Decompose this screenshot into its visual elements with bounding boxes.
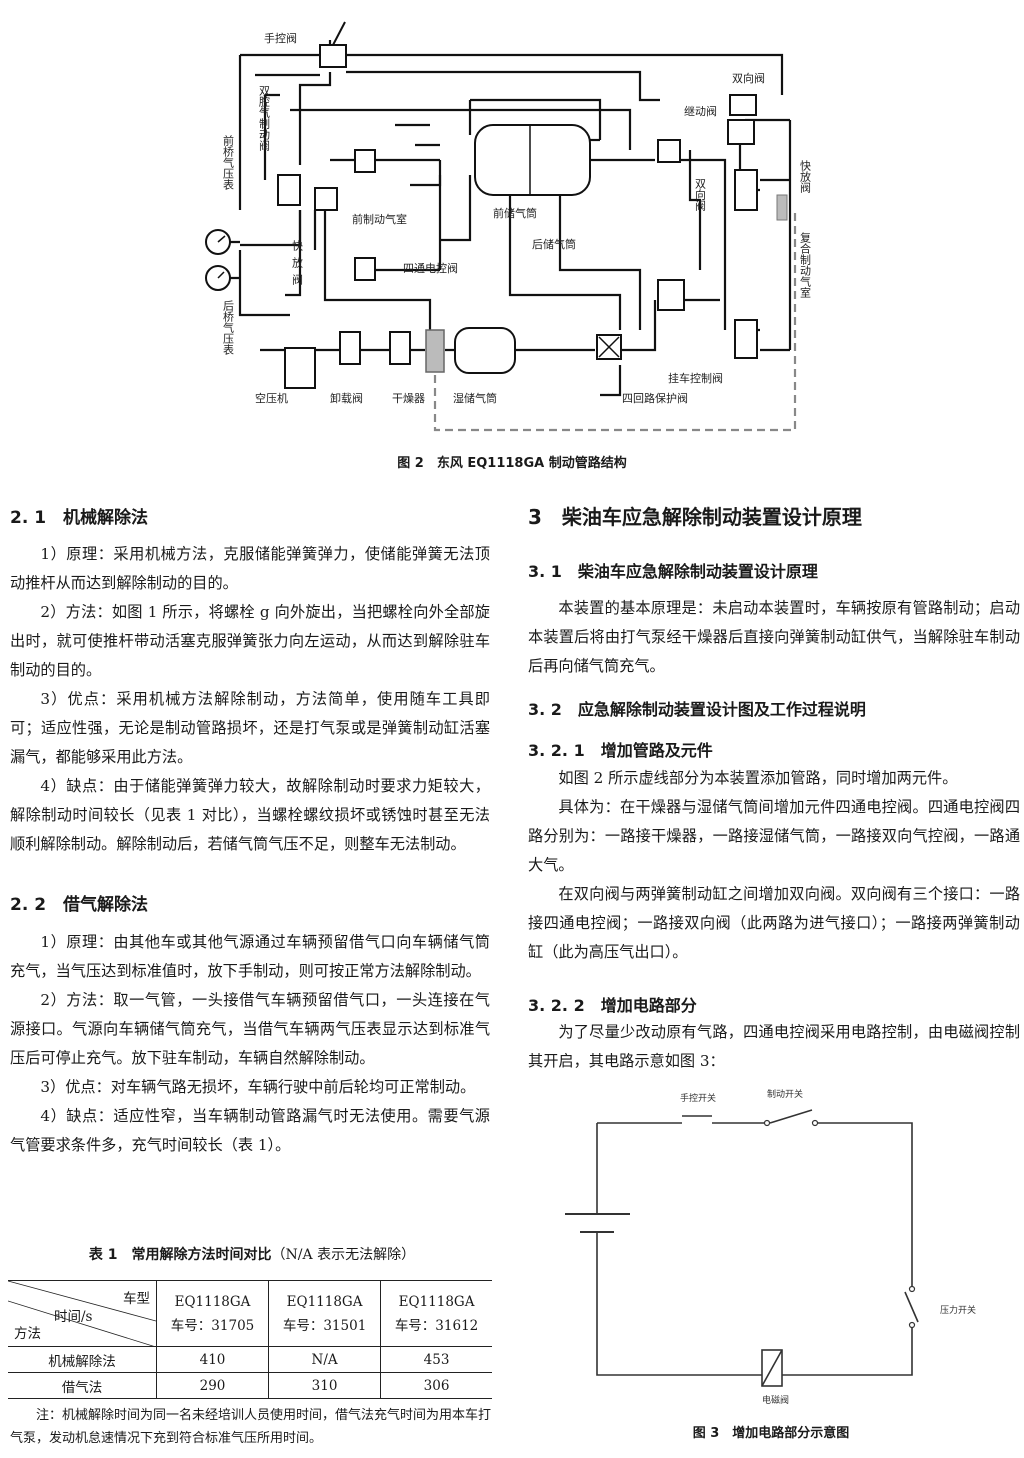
label-front-axle-gauge: 前桥气压表 (222, 134, 235, 191)
section-2-2-body: 1）原理：由其他车或其他气源通过车辆预留借气口向车辆储气筒充气，当气压达到标准值… (10, 928, 490, 1160)
label-hand-valve: 手控阀 (264, 31, 297, 45)
section-3-2-1-body: 如图 2 所示虚线部分为本装置添加管路，同时增加两元件。 具体为：在干燥器与湿储… (528, 769, 1020, 961)
section-2-2-title: 2. 2 借气解除法 (10, 895, 149, 915)
label-four-circuit-valve: 四回路保护阀 (622, 391, 688, 405)
section-3-1-body: 本装置的基本原理是：未启动本装置时，车辆按原有管路制动；启动本装置后将由打气泵经… (528, 599, 1020, 675)
table-row-label: 借气法 (8, 1372, 157, 1399)
label-front-tank: 前储气筒 (493, 206, 537, 220)
table-1-caption-main: 表 1 常用解除方法时间对比 (88, 1247, 272, 1263)
s21-disadvantage: 4）缺点：由于储能弹簧弹力较大，故解除制动时要求力矩较大，解除制动时间较长（见表… (10, 777, 490, 853)
table-cell: 410 (156, 1346, 270, 1373)
label-double-valve-top: 双向阀 (732, 71, 765, 85)
section-3-title: 3 柴油车应急解除制动装置设计原理 (528, 505, 862, 529)
section-3-2-1-title: 3. 2. 1 增加管路及元件 (528, 741, 713, 760)
label-dual-brake-valve: 双腔气制动阀 (258, 85, 271, 152)
label-pressure-switch: 压力开关 (940, 1304, 976, 1316)
section-3-2-title: 3. 2 应急解除制动装置设计图及工作过程说明 (528, 700, 866, 719)
label-four-way-valve: 四通电控阀 (403, 261, 458, 275)
figure-2-caption: 图 2 东风 EQ1118GA 制动管路结构 (397, 456, 627, 471)
label-unloader: 卸载阀 (330, 391, 363, 405)
table-cell: 453 (423, 1351, 450, 1368)
table-1-caption-note: （N/A 表示无法解除） (271, 1247, 416, 1263)
label-front-chamber: 前制动气室 (352, 212, 407, 226)
s22-disadvantage: 4）缺点：适应性窄，当车辆制动管路漏气时无法使用。需要气源气管要求条件多，充气时… (10, 1107, 490, 1154)
label-dryer: 干燥器 (392, 392, 425, 405)
table-1-caption: 表 1 常用解除方法时间对比（N/A 表示无法解除） (10, 1244, 494, 1264)
table-row-label: 机械解除法 (8, 1346, 157, 1373)
label-rear-tank: 后储气筒 (532, 237, 576, 251)
section-2-1-title: 2. 1 机械解除法 (10, 508, 149, 528)
table-corner-cell: 车型 时间/s 方法 (8, 1280, 157, 1347)
corner-label-method: 方法 (14, 1326, 41, 1342)
s22-method: 2）方法：取一气管，一头接借气车辆预留借气口，一头连接在气源接口。气源向车辆储气… (10, 991, 490, 1067)
figure-2-brake-pipeline-diagram: 手控阀 双腔气制动阀 前桥气压表 后桥气压表 快放阀 前制动气室 前储气筒 后储… (205, 21, 812, 432)
s21-method: 2）方法：如图 1 所示，将螺栓 g 向外旋出，当把螺栓向外全部旋出时，就可使推… (10, 603, 490, 679)
figure-3-circuit-diagram: 手控开关 制动开关 压力开关 电磁阀 (565, 1088, 976, 1406)
corner-label-time: 时间/s (54, 1309, 93, 1325)
label-solenoid-valve: 电磁阀 (762, 1394, 789, 1406)
corner-label-model: 车型 (123, 1291, 150, 1307)
label-hand-switch: 手控开关 (680, 1092, 716, 1104)
table-cell: 310 (268, 1372, 382, 1399)
figure-3-caption: 图 3 增加电路部分示意图 (692, 1426, 850, 1441)
section-3-2-2-title: 3. 2. 2 增加电路部分 (528, 996, 697, 1015)
label-double-valve-mid: 双向阀 (694, 178, 707, 212)
label-quick-release-right: 快放阀 (799, 160, 812, 194)
label-composite-chamber: 复合制动气室 (799, 231, 812, 298)
label-trailer-valve: 挂车控制阀 (668, 371, 723, 385)
label-brake-switch: 制动开关 (767, 1088, 803, 1100)
table-cell: N/A (268, 1346, 382, 1373)
label-relay-valve: 继动阀 (684, 104, 717, 118)
s22-principle: 1）原理：由其他车或其他气源通过车辆预留借气口向车辆储气筒充气，当气压达到标准值… (10, 933, 490, 980)
table-1-note: 注：机械解除时间为同一名未经培训人员使用时间，借气法充气时间为用本车打气泵，发动… (10, 1408, 492, 1446)
section-3-1-title: 3. 1 柴油车应急解除制动装置设计原理 (528, 562, 818, 581)
s22-advantage: 3）优点：对车辆气路无损坏，车辆行驶中前后轮均可正常制动。 (40, 1078, 476, 1096)
label-wet-tank: 湿储气筒 (453, 391, 497, 405)
section-3-2-2-body: 为了尽量少改动原有气路，四通电控阀采用电路控制，由电磁阀控制其开启，其电路示意如… (528, 1023, 1020, 1070)
table-cell: 290 (156, 1372, 270, 1399)
s21-principle: 1）原理：采用机械方法，克服储能弹簧弹力，使储能弹簧无法顶动推杆从而达到解除制动… (10, 545, 490, 592)
section-2-1-body: 1）原理：采用机械方法，克服储能弹簧弹力，使储能弹簧无法顶动推杆从而达到解除制动… (10, 540, 490, 859)
table-row: 借气法 290 310 306 (8, 1372, 492, 1399)
label-rear-axle-gauge: 后桥气压表 (222, 300, 235, 356)
s21-advantage: 3）优点：采用机械方法解除制动，方法简单，使用随车工具即可；适应性强，无论是制动… (10, 690, 490, 766)
table-cell: 306 (423, 1377, 450, 1394)
table-row: 机械解除法 410 N/A 453 (8, 1346, 492, 1373)
label-quick-release-left: 快放阀 (291, 240, 304, 291)
label-compressor: 空压机 (255, 391, 288, 405)
